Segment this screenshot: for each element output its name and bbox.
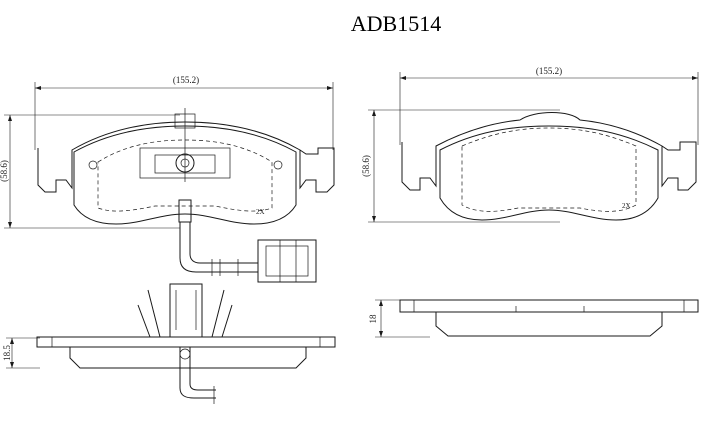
left-clip xyxy=(169,283,203,338)
front-height-label: (58.6) xyxy=(0,160,9,182)
back-height-label: (58.6) xyxy=(361,155,371,177)
back-qty-label: 2X xyxy=(622,202,631,210)
front-height-dimension: (58.6) xyxy=(0,114,180,229)
left-backing-plate xyxy=(36,336,336,348)
back-friction-pad xyxy=(439,125,659,221)
right-thickness-label: 18 xyxy=(368,314,378,324)
right-backing-plate xyxy=(399,299,699,313)
left-thickness-label: 18.5 xyxy=(2,345,12,361)
back-width-dimension: (155.2) xyxy=(399,66,699,145)
right-thickness-dimension: 18 xyxy=(368,299,430,338)
right-friction-material xyxy=(435,312,663,337)
back-view: (155.2) (58.6) 2X xyxy=(361,66,699,223)
left-thickness-dimension: 18.5 xyxy=(2,337,40,369)
front-view: (155.2) (58.6) 2X xyxy=(0,75,335,283)
front-width-dimension: (155.2) xyxy=(34,75,334,150)
front-qty-label: 2X xyxy=(256,208,265,216)
front-friction-pad xyxy=(73,125,297,225)
back-height-dimension: (58.6) xyxy=(361,109,560,223)
part-number-title: ADB1514 xyxy=(351,11,441,36)
front-backing-plate xyxy=(37,121,335,193)
back-backing-plate xyxy=(401,112,697,191)
front-sensor-connector xyxy=(257,239,317,283)
side-view-right: 18 xyxy=(368,299,699,338)
back-width-label: (155.2) xyxy=(536,66,562,76)
side-view-left: 18.5 xyxy=(2,283,336,404)
front-width-label: (155.2) xyxy=(173,75,199,85)
left-friction-material xyxy=(69,347,307,369)
front-wear-sensor xyxy=(178,199,317,283)
